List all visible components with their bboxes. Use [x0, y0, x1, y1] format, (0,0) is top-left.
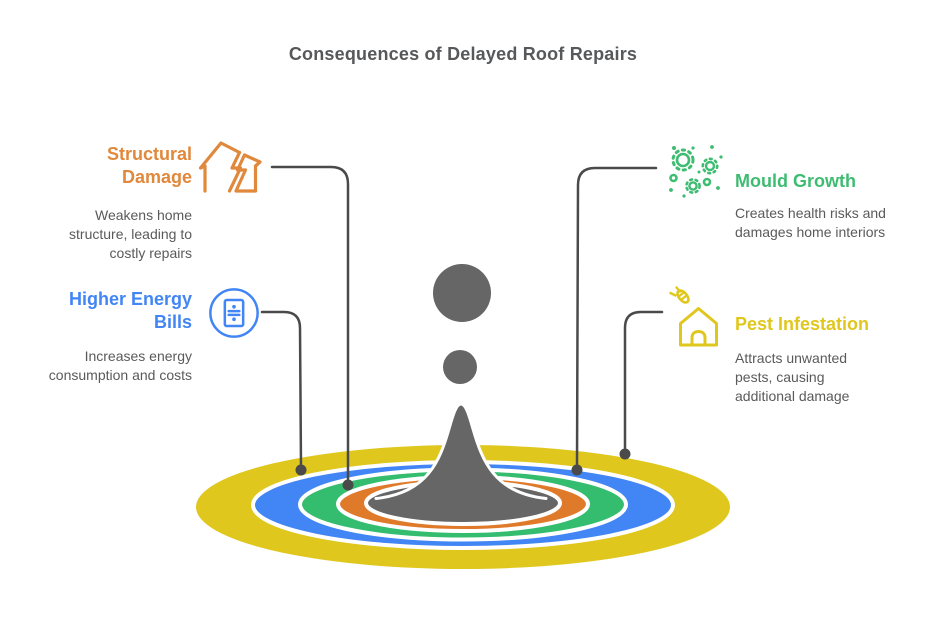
callout-pest-infestation-desc: Attracts unwanted pests, causing additio…	[735, 349, 865, 406]
callout-description: Weakens home structure, leading to costl…	[69, 207, 192, 261]
callout-heading: Pest Infestation	[735, 314, 870, 334]
water-droplet-small	[443, 350, 477, 384]
callout-mould-growth: Mould Growth	[735, 170, 915, 193]
callout-description: Increases energy consumption and costs	[48, 348, 192, 383]
ripple-ring-blue	[251, 460, 675, 550]
ripple-ring-yellow	[196, 445, 730, 569]
mould-spores-icon	[666, 141, 724, 199]
connector-structural-damage	[270, 165, 350, 483]
water-droplet-large	[433, 264, 491, 322]
callout-higher-energy-bills-desc: Increases energy consumption and costs	[22, 347, 192, 385]
callout-heading: Higher Energy Bills	[68, 289, 192, 332]
connector-higher-energy-bills	[260, 310, 303, 468]
connector-dot-energy	[295, 464, 307, 476]
callout-pest-infestation: Pest Infestation	[735, 313, 925, 336]
connector-mould-growth	[575, 166, 658, 468]
callout-description: Attracts unwanted pests, causing additio…	[735, 350, 850, 404]
connector-dot-structural	[342, 479, 354, 491]
page-title: Consequences of Delayed Roof Repairs	[288, 44, 638, 64]
callout-heading: Mould Growth	[735, 171, 856, 191]
connector-dot-pest	[619, 448, 631, 460]
cracked-house-icon	[198, 139, 268, 195]
ripple-ring-green	[298, 467, 628, 542]
callout-higher-energy-bills: Higher Energy Bills	[42, 288, 192, 334]
callout-structural-damage-desc: Weakens home structure, leading to costl…	[52, 206, 192, 263]
splash-column	[374, 402, 548, 500]
pest-house-icon	[668, 285, 728, 347]
connector-pest-infestation	[623, 310, 664, 452]
callout-mould-growth-desc: Creates health risks and damages home in…	[735, 204, 910, 242]
callout-heading: Structural Damage	[106, 144, 192, 187]
callout-description: Creates health risks and damages home in…	[735, 205, 886, 240]
ripple-center-pool	[364, 480, 562, 526]
connector-dot-mould	[571, 464, 583, 476]
ripple-ring-orange	[336, 475, 590, 533]
energy-meter-icon	[207, 286, 261, 340]
callout-structural-damage: Structural Damage	[62, 143, 192, 189]
